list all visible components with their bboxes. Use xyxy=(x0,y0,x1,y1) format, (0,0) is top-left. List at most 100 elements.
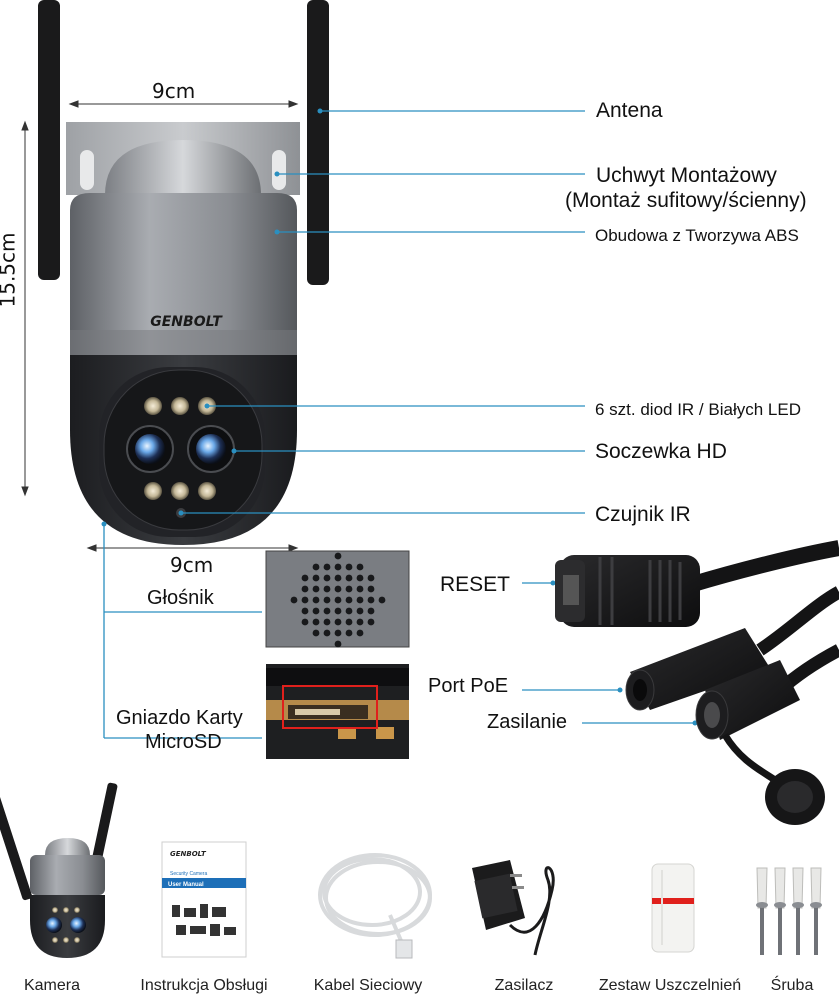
label-leds: 6 szt. diod IR / Białych LED xyxy=(595,400,801,419)
screw-head xyxy=(774,902,786,908)
hd-lens-left xyxy=(135,434,165,464)
speaker-hole xyxy=(334,607,342,615)
speaker-hole xyxy=(356,618,364,626)
led xyxy=(144,397,162,415)
dimension-lines xyxy=(21,100,299,552)
label-microsd: Gniazdo Karty xyxy=(116,707,243,729)
speaker-hole xyxy=(345,618,353,626)
wall-plug xyxy=(792,867,804,909)
speaker-hole xyxy=(323,563,331,571)
speaker-hole xyxy=(323,585,331,593)
package-camera xyxy=(0,782,118,958)
speaker-hole xyxy=(334,596,342,604)
label-antenna: Antena xyxy=(596,99,663,122)
label-speaker: Głośnik xyxy=(147,587,214,609)
poe-connector xyxy=(630,628,770,710)
speaker-hole xyxy=(345,574,353,582)
package-screws xyxy=(756,867,822,955)
lan-connector xyxy=(560,555,700,627)
speaker-hole xyxy=(312,574,320,582)
speaker-hole xyxy=(301,618,309,626)
dome xyxy=(105,140,261,195)
speaker-hole xyxy=(345,607,353,615)
camera-main: GENBOLT xyxy=(38,0,329,545)
package-manual: GENBOLT Security Camera User Manual xyxy=(161,841,247,958)
housing-body xyxy=(70,193,297,355)
speaker-hole xyxy=(334,640,342,648)
brand-logo: GENBOLT xyxy=(150,314,223,330)
speaker-hole xyxy=(323,618,331,626)
svg-text:GENBOLT: GENBOLT xyxy=(170,850,207,858)
label-lens: Soczewka HD xyxy=(595,440,727,463)
speaker-hole xyxy=(334,563,342,571)
led xyxy=(171,482,189,500)
speaker-hole xyxy=(334,574,342,582)
led xyxy=(198,482,216,500)
speaker-hole xyxy=(323,607,331,615)
led xyxy=(171,397,189,415)
speaker-hole xyxy=(356,574,364,582)
hd-lens-right xyxy=(196,434,226,464)
speaker-hole xyxy=(312,596,320,604)
caption-cable: Kabel Sieciowy xyxy=(313,977,423,994)
screw xyxy=(796,905,800,955)
speaker-hole xyxy=(345,596,353,604)
label-microsd-sub: MicroSD xyxy=(145,731,222,753)
led xyxy=(144,482,162,500)
speaker-hole xyxy=(345,629,353,637)
caption-adapter: Zasilacz xyxy=(494,977,554,994)
caption-screws: Śruba xyxy=(770,977,814,994)
label-mount-sub: (Montaż sufitowy/ścienny) xyxy=(565,189,807,212)
screw xyxy=(814,905,818,955)
speaker-hole xyxy=(367,596,375,604)
speaker-hole xyxy=(367,607,375,615)
speaker-hole xyxy=(301,585,309,593)
label-power: Zasilanie xyxy=(487,711,568,733)
speaker-hole xyxy=(334,618,342,626)
speaker-hole xyxy=(323,629,331,637)
screw-head xyxy=(756,902,768,908)
caption-seal-kit: Zestaw Uszczelnień xyxy=(598,977,742,994)
speaker-hole xyxy=(301,574,309,582)
speaker-hole xyxy=(301,607,309,615)
speaker-hole xyxy=(356,607,364,615)
label-housing: Obudowa z Tworzywa ABS xyxy=(595,226,799,245)
callout-lines xyxy=(101,108,698,739)
speaker-hole xyxy=(356,563,364,571)
power-connector xyxy=(705,660,800,740)
speaker-hole xyxy=(323,574,331,582)
speaker-hole xyxy=(367,618,375,626)
caption-camera: Kamera xyxy=(23,977,81,994)
cables xyxy=(555,540,839,825)
antenna-left xyxy=(38,0,60,280)
speaker-hole xyxy=(312,629,320,637)
label-reset: RESET xyxy=(440,573,511,596)
screw xyxy=(760,905,764,955)
speaker-hole xyxy=(334,629,342,637)
screw-head xyxy=(792,902,804,908)
speaker-hole xyxy=(356,629,364,637)
dim-width-top: 9cm xyxy=(152,79,196,103)
wall-plug xyxy=(756,867,768,909)
package-network-cable xyxy=(318,853,432,959)
caption-manual: Instrukcja Obsługi xyxy=(140,977,268,994)
lens-faceplate xyxy=(103,369,263,531)
speaker-hole xyxy=(290,596,298,604)
speaker-inset xyxy=(265,550,410,648)
microsd-inset xyxy=(266,664,409,759)
microsd-highlight-box xyxy=(282,685,378,729)
speaker-hole xyxy=(356,585,364,593)
label-ir-sensor: Czujnik IR xyxy=(595,503,691,526)
dim-width-bottom: 9cm xyxy=(170,553,214,577)
speaker-hole xyxy=(312,607,320,615)
label-mount: Uchwyt Montażowy xyxy=(596,164,777,187)
wall-plug xyxy=(774,867,786,909)
speaker-hole xyxy=(301,596,309,604)
speaker-hole xyxy=(312,585,320,593)
label-poe: Port PoE xyxy=(428,675,509,697)
speaker-hole xyxy=(367,585,375,593)
speaker-hole xyxy=(312,618,320,626)
dim-height: 15.5cm xyxy=(0,232,20,308)
speaker-hole xyxy=(334,585,342,593)
